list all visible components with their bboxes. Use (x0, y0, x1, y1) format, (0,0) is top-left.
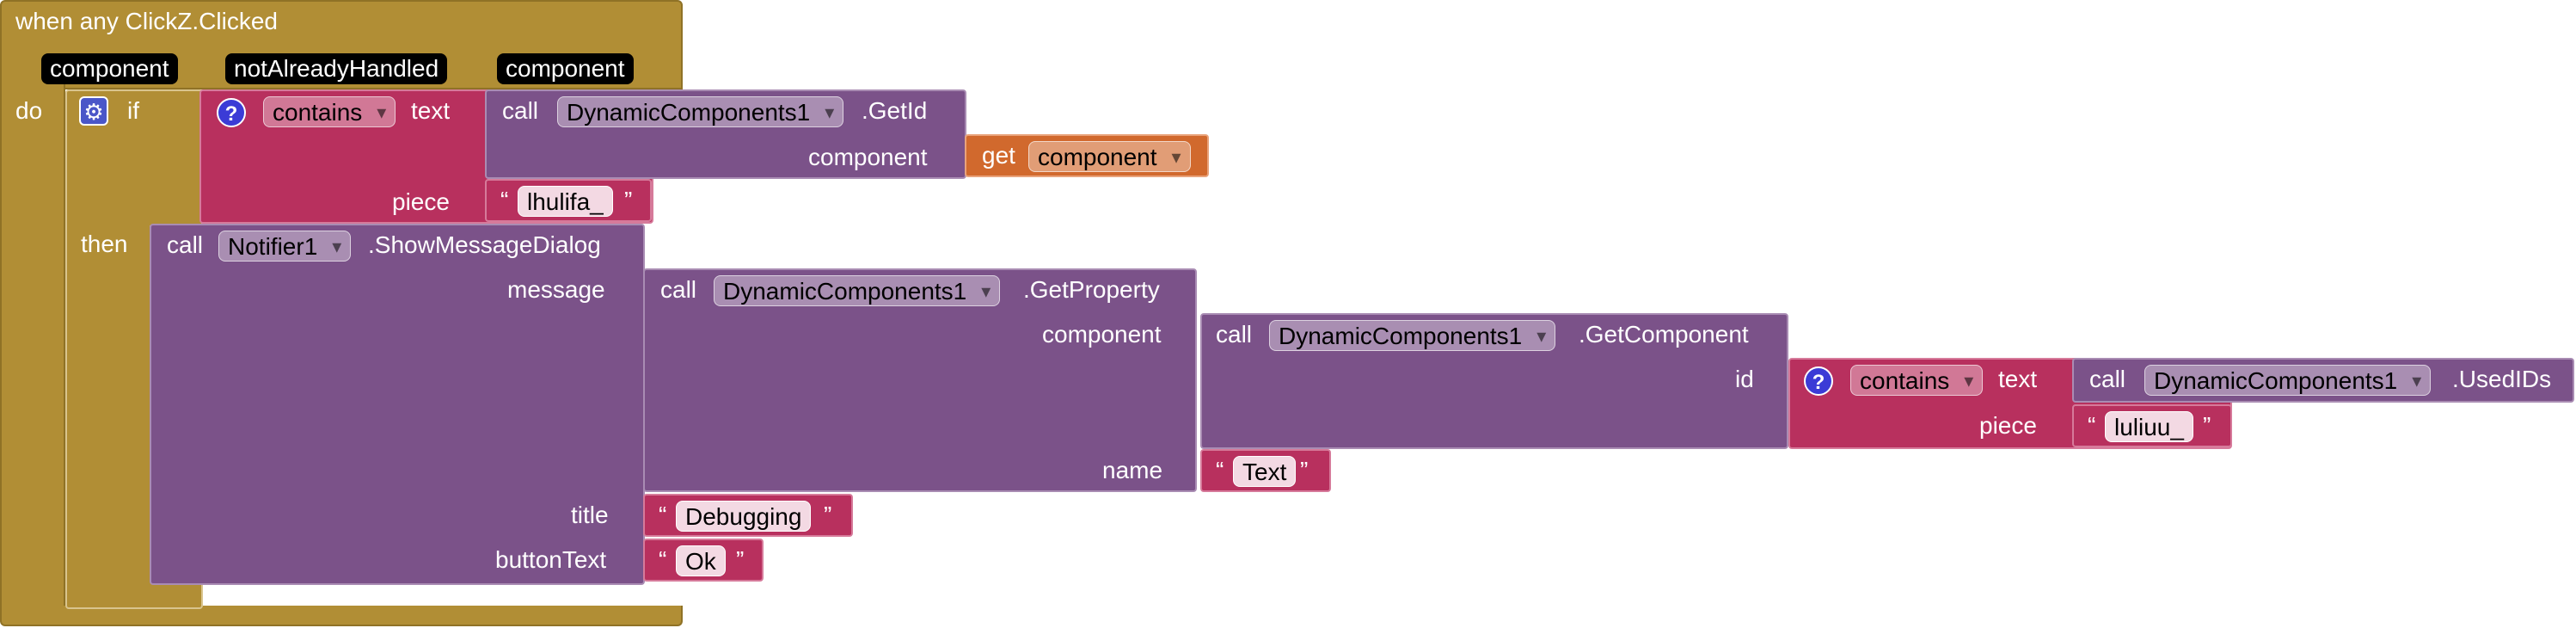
getid-call-label: call (502, 97, 539, 124)
getproperty-name-label: name (1102, 457, 1163, 483)
get-label: get (982, 142, 1015, 169)
if-block-left[interactable] (65, 225, 151, 597)
getid-component-dropdown[interactable]: DynamicComponents1 (557, 96, 844, 128)
event-param-component[interactable]: component (41, 53, 178, 84)
usedids-call-label: call (2089, 366, 2126, 392)
text-field-luliuu[interactable]: luliuu_ (2105, 411, 2193, 442)
do-label: do (15, 97, 43, 124)
notifier-block[interactable] (150, 224, 645, 585)
quote-close: ” (736, 546, 745, 573)
notifier-call-label: call (167, 231, 204, 258)
then-label: then (81, 231, 128, 257)
quote-open: “ (2088, 412, 2096, 439)
notifier-component-dropdown[interactable]: Notifier1 (218, 231, 352, 262)
getcomponent-component-dropdown[interactable]: DynamicComponents1 (1269, 320, 1556, 352)
notifier-buttontext-label: buttonText (495, 546, 607, 573)
getcomponent-call-label: call (1216, 321, 1253, 348)
event-param-component-2[interactable]: component (497, 53, 634, 84)
quote-open: “ (1216, 457, 1224, 483)
text-field-lhulifa[interactable]: lhulifa_ (518, 186, 613, 217)
text-field-debugging[interactable]: Debugging (676, 501, 812, 532)
quote-close: ” (2203, 412, 2211, 439)
contains2-text-label: text (1998, 366, 2038, 392)
notifier-message-label: message (507, 276, 605, 303)
usedids-component-dropdown[interactable]: DynamicComponents1 (2144, 365, 2432, 397)
getcomponent-id-label: id (1735, 366, 1754, 392)
getid-component-label: component (808, 144, 928, 170)
help-icon[interactable]: ? (217, 98, 246, 127)
help-icon[interactable]: ? (1804, 366, 1833, 396)
contains-dropdown-2[interactable]: contains (1850, 365, 1984, 397)
quote-open: “ (659, 502, 667, 528)
contains-text-label: text (411, 97, 451, 124)
event-param-not-already-handled[interactable]: notAlreadyHandled (225, 53, 448, 84)
getid-method-label: .GetId (862, 97, 928, 124)
getproperty-call-label: call (660, 276, 697, 303)
quote-close: ” (1300, 457, 1309, 483)
get-variable-dropdown[interactable]: component (1028, 141, 1191, 173)
getproperty-component-dropdown[interactable]: DynamicComponents1 (714, 275, 1001, 307)
usedids-method-label: .UsedIDs (2452, 366, 2552, 392)
quote-close: ” (824, 502, 832, 528)
text-field-text[interactable]: Text (1233, 456, 1297, 487)
notifier-title-label: title (571, 502, 609, 528)
if-label: if (127, 97, 139, 124)
event-title: when any ClickZ.Clicked (15, 8, 278, 34)
mutator-gear-icon[interactable]: ⚙ (79, 96, 108, 126)
getproperty-component-label: component (1042, 321, 1162, 348)
quote-open: “ (659, 546, 667, 573)
notifier-method-label: .ShowMessageDialog (368, 231, 601, 258)
event-block-body[interactable] (0, 83, 65, 611)
contains-piece-label: piece (392, 188, 450, 215)
text-field-ok[interactable]: Ok (676, 545, 726, 576)
getproperty-method-label: .GetProperty (1023, 276, 1160, 303)
event-block-footer[interactable] (0, 606, 683, 626)
getcomponent-method-label: .GetComponent (1579, 321, 1749, 348)
contains2-piece-label: piece (1979, 412, 2037, 439)
contains-dropdown[interactable]: contains (263, 96, 396, 128)
quote-open: “ (500, 187, 509, 213)
quote-close: ” (624, 187, 633, 213)
